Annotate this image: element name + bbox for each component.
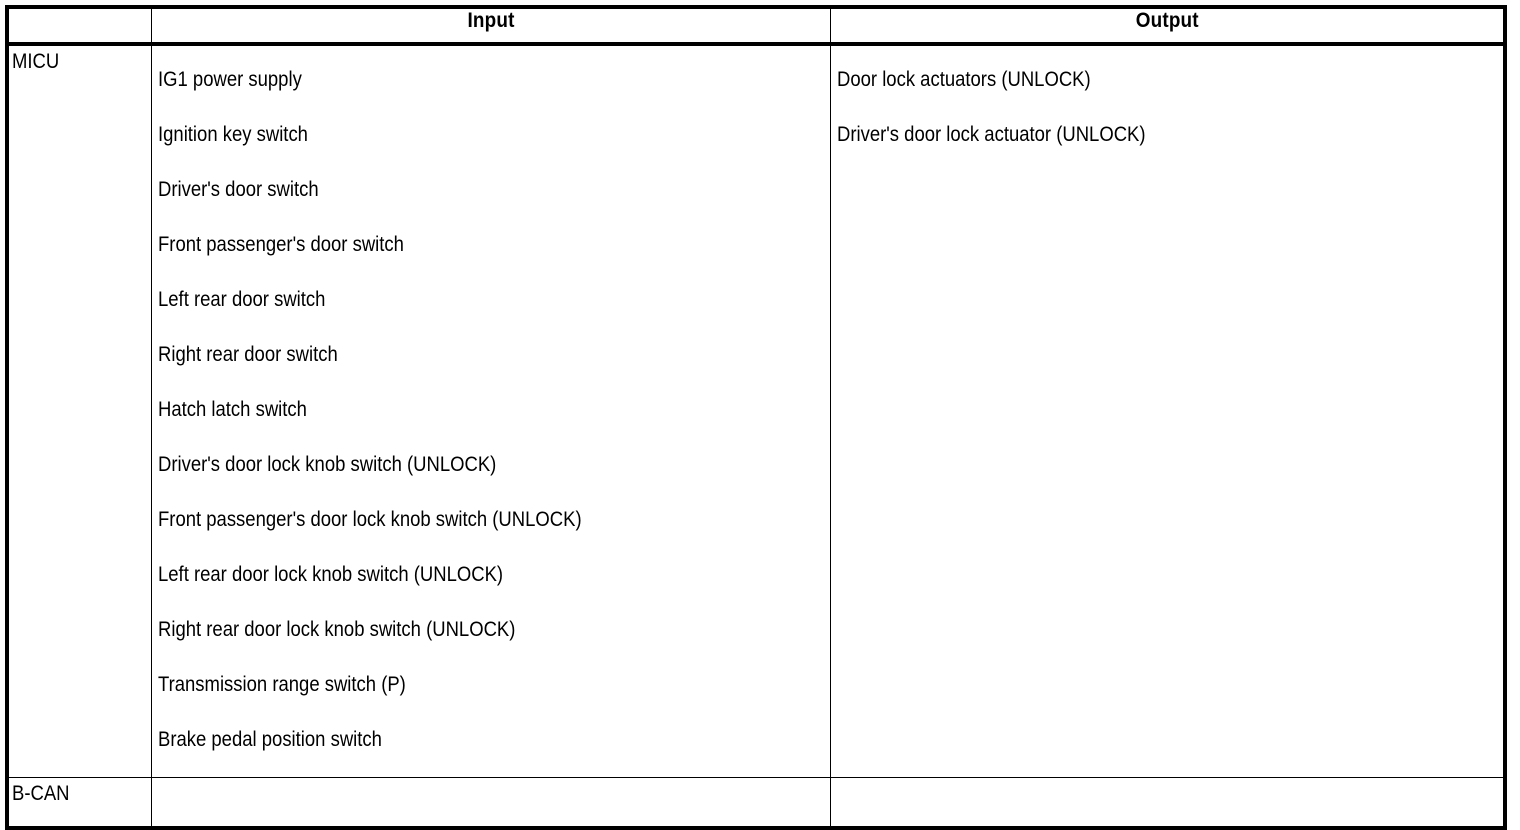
list-item: Front passenger's door lock knob switch …: [158, 492, 830, 547]
output-cell-bcan: [829, 777, 1507, 830]
list-item: Door lock actuators (UNLOCK): [837, 52, 1504, 107]
input-item-label: Brake pedal position switch: [157, 728, 382, 751]
column-header-unit: [5, 5, 152, 46]
list-item: Right rear door lock knob switch (UNLOCK…: [158, 602, 830, 657]
input-item-label: Left rear door lock knob switch (UNLOCK): [157, 563, 503, 586]
input-item-label: Driver's door lock knob switch (UNLOCK): [157, 453, 496, 476]
unit-cell-bcan: B-CAN: [5, 777, 152, 830]
input-item-label: Driver's door switch: [157, 178, 319, 201]
input-cell-bcan: [150, 777, 831, 830]
input-output-table: Input Output MICU IG1 power supply Ignit…: [5, 5, 1507, 830]
unit-label-micu: MICU: [12, 50, 60, 73]
list-item: Driver's door switch: [158, 162, 830, 217]
list-item: Transmission range switch (P): [158, 657, 830, 712]
output-list-micu: Door lock actuators (UNLOCK) Driver's do…: [837, 52, 1504, 162]
list-item: Front passenger's door switch: [158, 217, 830, 272]
input-list-micu: IG1 power supply Ignition key switch Dri…: [158, 52, 830, 767]
input-item-label: Right rear door lock knob switch (UNLOCK…: [157, 618, 515, 641]
column-header-output: Output: [829, 5, 1507, 46]
input-cell-micu: IG1 power supply Ignition key switch Dri…: [150, 43, 831, 778]
column-header-input-label: Input: [466, 9, 515, 32]
list-item: Left rear door lock knob switch (UNLOCK): [158, 547, 830, 602]
page-canvas: Input Output MICU IG1 power supply Ignit…: [5, 5, 1507, 830]
list-item: Right rear door switch: [158, 327, 830, 382]
input-item-label: Left rear door switch: [157, 288, 325, 311]
unit-cell-micu: MICU: [5, 43, 152, 778]
list-item: Hatch latch switch: [158, 382, 830, 437]
output-item-label: Driver's door lock actuator (UNLOCK): [836, 123, 1146, 146]
input-item-label: Front passenger's door switch: [157, 233, 404, 256]
input-item-label: Ignition key switch: [157, 123, 308, 146]
column-header-output-label: Output: [1135, 9, 1199, 32]
input-item-label: Front passenger's door lock knob switch …: [157, 508, 582, 531]
input-item-label: Right rear door switch: [157, 343, 338, 366]
list-item: Driver's door lock actuator (UNLOCK): [837, 107, 1504, 162]
input-item-label: Transmission range switch (P): [157, 673, 406, 696]
list-item: IG1 power supply: [158, 52, 830, 107]
table-row-bcan: B-CAN: [5, 777, 1507, 830]
table-header-row: Input Output: [5, 5, 1507, 46]
list-item: Ignition key switch: [158, 107, 830, 162]
output-cell-micu: Door lock actuators (UNLOCK) Driver's do…: [829, 43, 1507, 778]
list-item: Driver's door lock knob switch (UNLOCK): [158, 437, 830, 492]
table-row-micu: MICU IG1 power supply Ignition key switc…: [5, 43, 1507, 778]
column-header-input: Input: [150, 5, 831, 46]
input-item-label: IG1 power supply: [157, 68, 302, 91]
output-item-label: Door lock actuators (UNLOCK): [836, 68, 1091, 91]
unit-label-bcan: B-CAN: [12, 782, 70, 805]
list-item: Left rear door switch: [158, 272, 830, 327]
input-item-label: Hatch latch switch: [157, 398, 307, 421]
list-item: Brake pedal position switch: [158, 712, 830, 767]
